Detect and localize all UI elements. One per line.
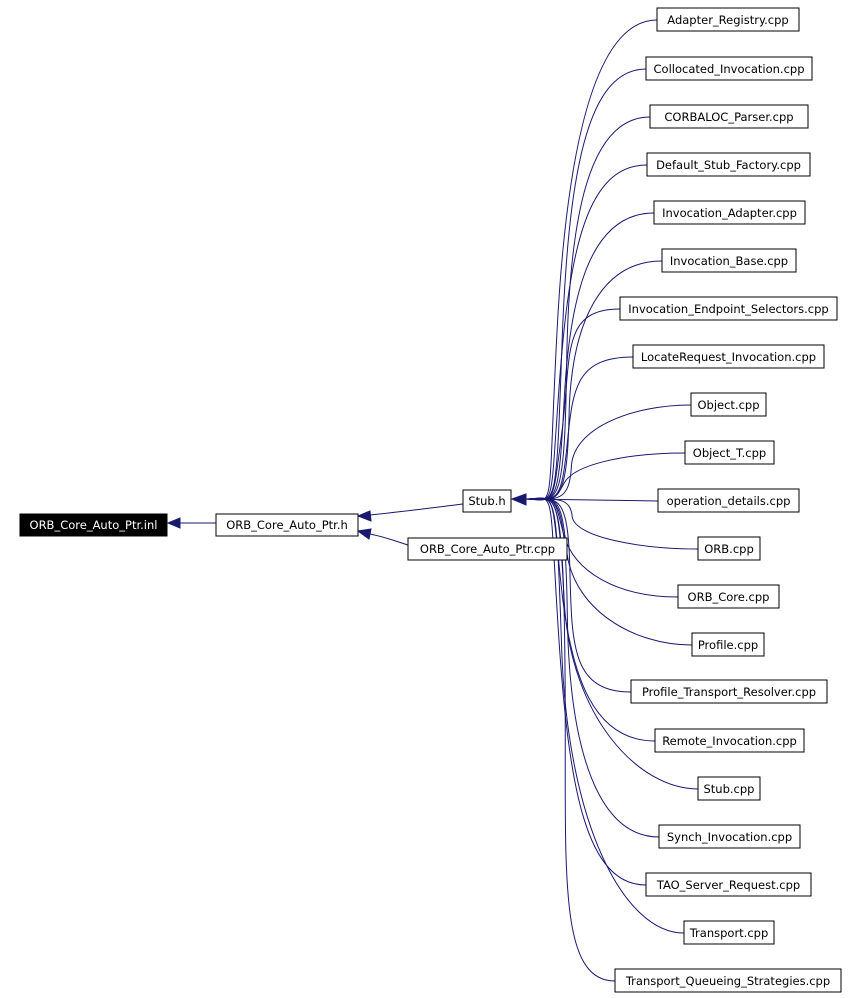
node-label: Profile_Transport_Resolver.cpp — [642, 685, 816, 699]
node-corbaloc-parser-cpp[interactable]: CORBALOC_Parser.cpp — [649, 104, 809, 129]
edge-includer-to-stubh — [525, 498, 699, 550]
node-invocation-endpoint-selectors-cpp[interactable]: Invocation_Endpoint_Selectors.cpp — [619, 296, 838, 321]
edge-includer-to-stubh — [525, 497, 660, 838]
node-label: Remote_Invocation.cpp — [662, 734, 797, 748]
edge-includer-to-stubh — [525, 164, 648, 501]
node-label: Object.cpp — [697, 398, 759, 412]
node-invocation-base-cpp[interactable]: Invocation_Base.cpp — [661, 248, 797, 273]
node-transport-cpp[interactable]: Transport.cpp — [683, 920, 775, 945]
edge-stubh-to-h — [356, 503, 464, 522]
edge-includer-to-stubh — [525, 404, 692, 500]
node-stub-cpp[interactable]: Stub.cpp — [697, 776, 761, 801]
node-label: ORB.cpp — [704, 542, 754, 556]
node-adapter-registry-cpp[interactable]: Adapter_Registry.cpp — [656, 7, 800, 32]
edge-includer-to-stubh — [525, 497, 685, 934]
node-default-stub-factory-cpp[interactable]: Default_Stub_Factory.cpp — [646, 152, 811, 177]
node-label: Collocated_Invocation.cpp — [654, 62, 805, 76]
node-object-t-cpp[interactable]: Object_T.cpp — [684, 440, 775, 465]
node-label: Invocation_Endpoint_Selectors.cpp — [628, 302, 828, 316]
node-label: ORB_Core_Auto_Ptr.h — [226, 518, 348, 532]
node-label: Synch_Invocation.cpp — [667, 830, 792, 844]
node-transport-queueing-strategies-cpp[interactable]: Transport_Queueing_Strategies.cpp — [614, 968, 842, 993]
node-remote-invocation-cpp[interactable]: Remote_Invocation.cpp — [654, 728, 805, 753]
node-label: operation_details.cpp — [667, 494, 791, 508]
node-orb-core-auto-ptr-inl[interactable]: ORB_Core_Auto_Ptr.inl — [19, 513, 168, 537]
node-locaterequest-invocation-cpp[interactable]: LocateRequest_Invocation.cpp — [632, 344, 825, 369]
node-label: ORB_Core_Auto_Ptr.cpp — [420, 542, 555, 556]
node-stub-h[interactable]: Stub.h — [462, 489, 512, 513]
edge-includer-to-stubh — [525, 497, 647, 886]
stub-arrowhead — [510, 493, 527, 506]
edge-cpp-to-h — [356, 528, 409, 546]
node-orb-core-auto-ptr-h[interactable]: ORB_Core_Auto_Ptr.h — [215, 513, 359, 537]
edge-includer-to-stubh — [525, 356, 634, 500]
node-collocated-invocation-cpp[interactable]: Collocated_Invocation.cpp — [645, 56, 813, 81]
node-synch-invocation-cpp[interactable]: Synch_Invocation.cpp — [658, 824, 801, 849]
node-label: Adapter_Registry.cpp — [667, 13, 788, 27]
node-orb-core-auto-ptr-cpp[interactable]: ORB_Core_Auto_Ptr.cpp — [407, 537, 568, 561]
node-orb-core-cpp[interactable]: ORB_Core.cpp — [677, 584, 780, 609]
node-label: Stub.cpp — [704, 782, 755, 796]
node-label: Transport.cpp — [689, 926, 769, 940]
node-operation-details-cpp[interactable]: operation_details.cpp — [657, 488, 800, 513]
node-label: Stub.h — [468, 494, 505, 508]
node-label: CORBALOC_Parser.cpp — [664, 110, 793, 124]
node-label: Transport_Queueing_Strategies.cpp — [625, 974, 830, 988]
node-label: Invocation_Adapter.cpp — [662, 206, 797, 220]
node-profile-transport-resolver-cpp[interactable]: Profile_Transport_Resolver.cpp — [630, 679, 828, 704]
node-orb-cpp[interactable]: ORB.cpp — [697, 536, 761, 561]
node-object-cpp[interactable]: Object.cpp — [690, 392, 767, 417]
node-label: Object_T.cpp — [693, 446, 766, 460]
edge-includer-to-stubh — [525, 308, 621, 500]
node-label: Profile.cpp — [698, 638, 758, 652]
edge-includer-to-stubh — [525, 19, 658, 501]
node-tao-server-request-cpp[interactable]: TAO_Server_Request.cpp — [645, 872, 812, 897]
node-profile-cpp[interactable]: Profile.cpp — [691, 632, 765, 657]
node-label: Default_Stub_Factory.cpp — [656, 158, 801, 172]
edge-includer-to-stubh — [525, 497, 616, 982]
node-label: LocateRequest_Invocation.cpp — [641, 350, 816, 364]
edge-includer-to-stubh — [525, 68, 647, 501]
edge-h-to-inl — [166, 517, 216, 529]
node-label: ORB_Core.cpp — [688, 590, 770, 604]
node-label: ORB_Core_Auto_Ptr.inl — [30, 518, 158, 532]
node-label: TAO_Server_Request.cpp — [656, 878, 800, 892]
edge-includer-to-stubh — [525, 498, 632, 693]
node-invocation-adapter-cpp[interactable]: Invocation_Adapter.cpp — [653, 200, 806, 225]
node-label: Invocation_Base.cpp — [670, 254, 788, 268]
